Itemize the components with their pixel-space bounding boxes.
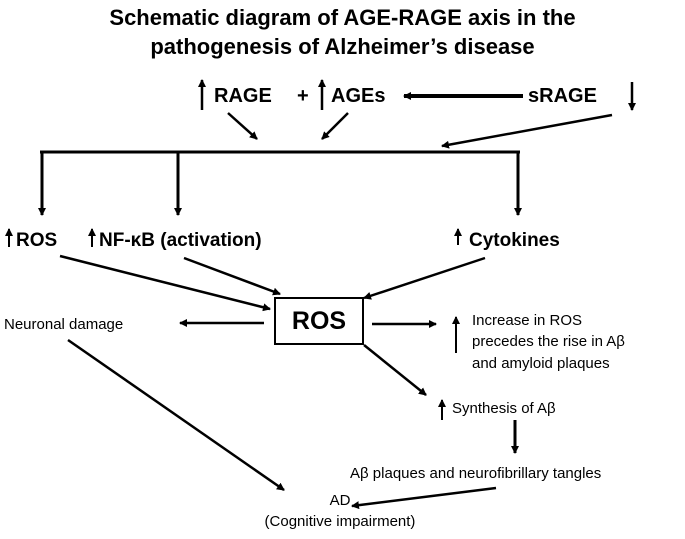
arrow-nfkb-to-central [183,256,281,296]
increase-ros-line-1: Increase in ROS [472,312,583,329]
arrow-srage-to-bar [441,113,613,149]
title-line-2: pathogenesis of Alzheimer’s disease [150,34,535,59]
plus-label: + [297,85,309,107]
ros-label: ROS [16,230,58,251]
neuronal-damage-label: Neuronal damage [4,316,124,333]
rage-label: RAGE [214,85,272,107]
ages-label: AGEs [331,85,386,107]
arrow-neuronal-to-ad [67,338,285,492]
arrow-central-to-synthesis [363,344,427,396]
central-ros-label: ROS [291,306,347,335]
arrow-rage-to-bar [227,112,258,140]
arrow-ages-to-bar [321,112,349,140]
cytokines-label: Cytokines [469,230,560,251]
arrow-cytokines-to-central [363,256,486,300]
increase-ros-line-2: precedes the rise in Aβ [472,333,625,350]
increase-ros-line-3: and amyloid plaques [472,355,610,372]
plaques-label: Aβ plaques and neurofibrillary tangles [350,465,602,482]
title-line-1: Schematic diagram of AGE-RAGE axis in th… [109,5,576,30]
srage-label: sRAGE [528,85,597,107]
synthesis-label: Synthesis of Aβ [452,400,556,417]
central-ros-box: ROS [274,297,364,345]
cognitive-impairment-label: (Cognitive impairment) [264,513,416,530]
arrow-ros-to-central [59,254,271,312]
arrow-plaques-to-ad [351,486,497,510]
ad-label: AD [329,492,351,509]
nfkb-label: NF-κB (activation) [99,230,262,251]
